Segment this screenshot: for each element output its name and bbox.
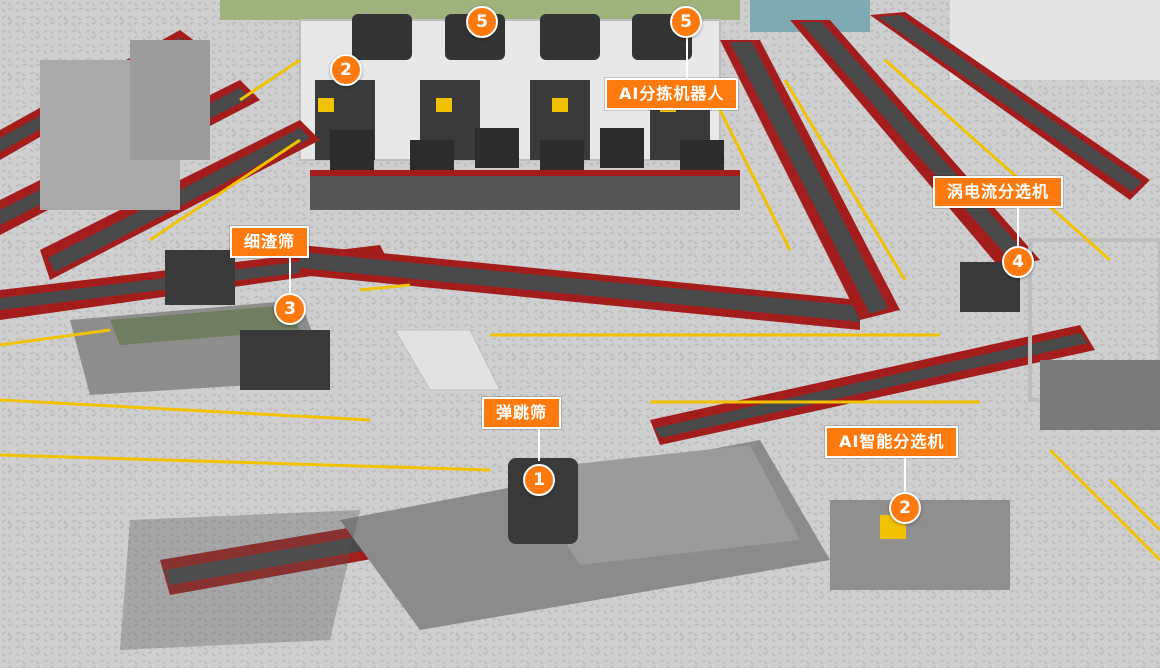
robot-belt-edge — [310, 170, 740, 176]
marker-2-sorter: 2 — [889, 492, 921, 524]
callout-ai-sorter: AI智能分选机 — [825, 426, 959, 458]
marker-5-right: 5 — [670, 6, 702, 38]
robot-cabinets — [352, 14, 692, 60]
eddy-chute — [1040, 360, 1160, 430]
pit — [120, 510, 360, 650]
fine-screen-drum — [110, 305, 300, 345]
callout-ai-robot: AI分拣机器人 — [605, 78, 739, 110]
leader-eddy — [1017, 206, 1019, 252]
leader-bounce — [538, 427, 540, 461]
leader-robot — [686, 34, 688, 80]
stairs — [394, 329, 501, 391]
callout-fine-screen: 细渣筛 — [230, 226, 310, 258]
marker-1: 1 — [523, 464, 555, 496]
ai-sorter-body — [830, 500, 1010, 590]
wall-right — [950, 0, 1160, 80]
robot-belt — [310, 170, 740, 210]
marker-2-robot: 2 — [330, 54, 362, 86]
railings — [0, 58, 1160, 562]
marker-3: 3 — [274, 293, 306, 325]
shredders — [40, 40, 210, 210]
bounce-screen-deck — [520, 445, 800, 565]
marker-4: 4 — [1002, 246, 1034, 278]
marker-5-left: 5 — [466, 6, 498, 38]
callout-bounce-screen: 弹跳筛 — [482, 397, 562, 429]
callout-eddy-separator: 涡电流分选机 — [933, 176, 1064, 208]
fine-screen-head — [165, 250, 235, 305]
leader-ai-sorter — [904, 456, 906, 494]
leader-fine-screen — [289, 256, 291, 296]
fine-screen-hood — [240, 330, 330, 390]
